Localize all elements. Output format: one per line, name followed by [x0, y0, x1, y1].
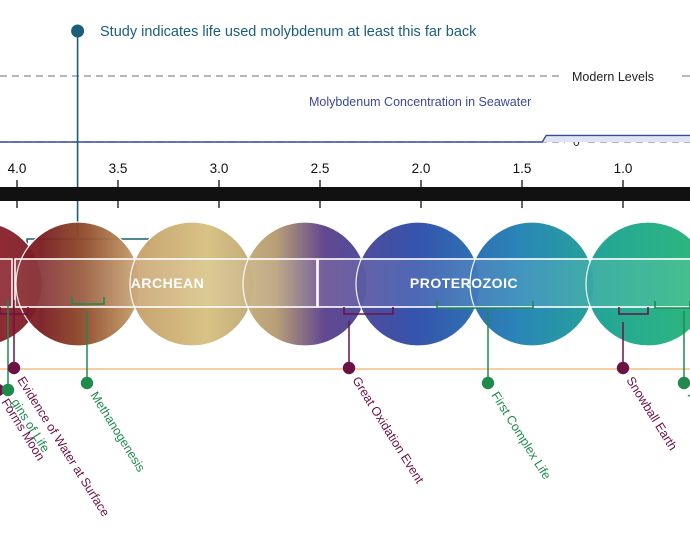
event-dot — [80, 376, 94, 390]
eon-bar — [14, 258, 318, 308]
concentration-fill — [0, 135, 690, 142]
eon-label: PROTEROZOIC — [410, 275, 518, 291]
band-circle — [585, 221, 690, 347]
concentration-line — [0, 134, 690, 143]
event-dot — [342, 361, 356, 375]
event-dot — [616, 361, 630, 375]
eon-bars: ARCHEAN PROTEROZOIC — [0, 258, 690, 308]
axis-tick-label: 4.0 — [8, 161, 27, 176]
event-label: Foss — [684, 389, 690, 419]
event-bracket — [436, 301, 534, 309]
event-label: Snowball Earth — [623, 374, 679, 453]
axis-tick-label: 3.5 — [109, 161, 128, 176]
event-dot — [1, 383, 15, 397]
eon-band — [0, 221, 690, 347]
modern-levels-label: Modern Levels — [572, 70, 654, 84]
callout: Study indicates life used molybdenum at … — [26, 24, 477, 246]
axis-tick-label: 2.5 — [311, 161, 330, 176]
eon-label: ARCHEAN — [131, 275, 205, 291]
callout-text: Study indicates life used molybdenum at … — [100, 24, 477, 40]
eon-bar — [317, 258, 690, 308]
axis-bar — [0, 187, 690, 201]
axis-ticks: 4.0 3.5 3.0 2.5 2.0 1.5 1.0 — [8, 161, 633, 208]
eon-bar-hadean — [0, 258, 13, 308]
series-label: Molybdenum Concentration in Seawater — [309, 95, 531, 109]
event-bracket — [71, 297, 105, 305]
concentration-series — [0, 134, 690, 143]
event-dot — [481, 376, 495, 390]
event-bracket — [343, 307, 394, 315]
axis-tick-label: 2.0 — [412, 161, 431, 176]
event-bracket — [618, 307, 649, 315]
event-label: First Complex Life — [488, 389, 553, 482]
event-dot — [7, 361, 21, 375]
event-dot — [677, 376, 690, 390]
axis-tick-label: 1.0 — [614, 161, 633, 176]
axis-tick-label: 3.0 — [210, 161, 229, 176]
event-label: Great Oxidation Event — [349, 374, 426, 486]
event-label: Methanogenesis — [87, 389, 147, 474]
axis-tick-label: 1.5 — [513, 161, 532, 176]
event-bracket — [654, 301, 690, 309]
